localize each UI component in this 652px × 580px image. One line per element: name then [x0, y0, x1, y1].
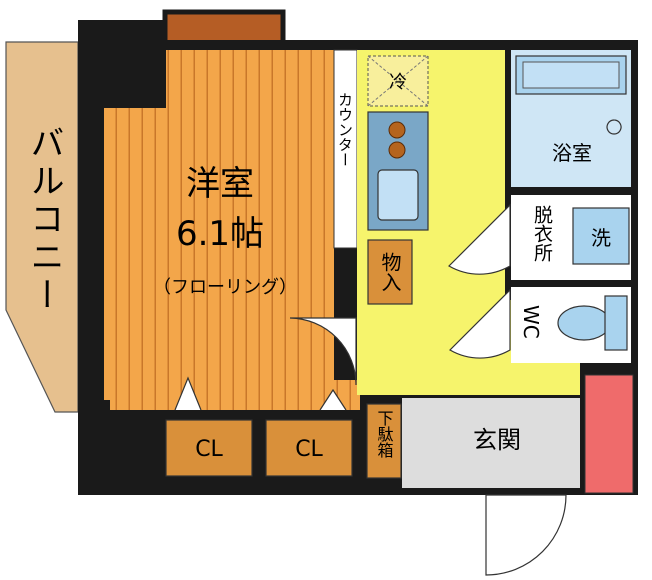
fridge-label: 冷: [389, 72, 407, 93]
closet-1: [165, 419, 253, 477]
fridge-cross: [367, 55, 429, 107]
western-room-size: 6.1帖: [176, 214, 264, 254]
toilet-tank: [604, 295, 628, 351]
closet-door-marks: [174, 376, 347, 411]
toilet-bowl: [557, 305, 611, 341]
counter-label: カウンター: [336, 92, 354, 167]
red-panel: [584, 374, 634, 494]
room-door-swing: [289, 317, 357, 386]
balcony-area: [5, 41, 79, 413]
top-left-pillar: [78, 20, 166, 108]
shoe-box: [366, 403, 402, 479]
flooring-label: （フローリング）: [153, 277, 297, 298]
sink: [377, 169, 419, 221]
western-room-floor: [104, 50, 334, 400]
toilet-label: WC: [519, 305, 543, 339]
entrance-label: 玄関: [473, 426, 521, 454]
washroom-label: 脱衣所: [531, 205, 553, 262]
bath-drain: [606, 119, 622, 135]
fridge-cross: [367, 55, 429, 107]
closet-2-label: CL: [295, 437, 323, 462]
balcony-label: バルコニー: [24, 125, 64, 315]
stove-burner-icon: [388, 121, 406, 139]
entrance-door-swing: [485, 494, 567, 576]
western-room-name: 洋室: [186, 164, 254, 204]
washer-pan: [572, 207, 630, 265]
storage: [367, 239, 413, 305]
washer-label: 洗: [591, 226, 611, 250]
storage-label: 物入: [378, 252, 402, 292]
stove-burner-icon: [388, 141, 406, 159]
toilet-door-swing: [449, 288, 511, 359]
washroom-door-swing: [448, 203, 511, 275]
closet-1-label: CL: [195, 437, 223, 462]
bath-label: 浴室: [552, 141, 592, 165]
shoe-box-label: 下駄箱: [375, 410, 394, 458]
western-room-floor-lower: [110, 380, 360, 410]
closet-2: [265, 419, 353, 477]
entrance-floor: [402, 398, 580, 488]
bathtub-inner: [522, 61, 620, 89]
